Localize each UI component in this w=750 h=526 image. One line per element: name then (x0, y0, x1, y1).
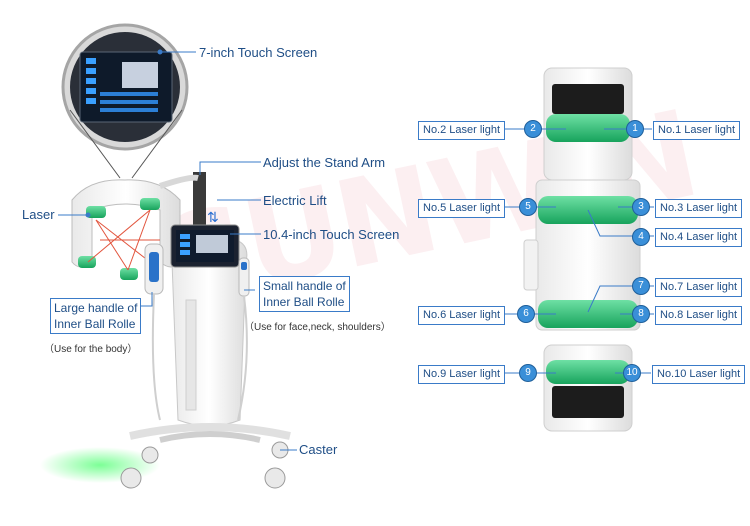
laser-head (71, 179, 181, 280)
lift-arrows-icon: ⇅ (207, 210, 219, 226)
marker-3: 3 (632, 198, 650, 216)
label-caster: Caster (299, 442, 338, 457)
label-laser-9: No.9 Laser light (418, 365, 506, 384)
label-laser-3: No.3 Laser light (655, 199, 743, 218)
machine-base (40, 423, 291, 489)
note-small-handle: （Use for face,neck, shoulders） (244, 322, 391, 333)
label-laser-6: No.6 Laser light (418, 306, 506, 325)
label-electric-lift: Electric Lift (263, 193, 327, 208)
marker-8: 8 (632, 305, 650, 323)
marker-7: 7 (632, 277, 650, 295)
marker-9: 9 (519, 364, 537, 382)
label-laser-7: No.7 Laser light (655, 278, 743, 297)
marker-1: 1 (626, 120, 644, 138)
marker-5: 5 (519, 198, 537, 216)
label-adjust-stand-arm: Adjust the Stand Arm (263, 155, 386, 170)
label-laser-1: No.1 Laser light (653, 121, 741, 140)
large-handle-line1: Large handle of (54, 301, 138, 315)
label-laser: Laser (22, 207, 55, 222)
small-handle-line2: Inner Ball Rolle (263, 295, 345, 309)
laser-panel-device (523, 67, 641, 432)
leader-lines-right (503, 128, 654, 374)
marker-10: 10 (623, 364, 641, 382)
label-laser-4: No.4 Laser light (655, 228, 743, 247)
label-10inch-screen: 10.4-inch Touch Screen (263, 227, 400, 242)
label-laser-8: No.8 Laser light (655, 306, 743, 325)
label-7inch-screen: 7-inch Touch Screen (199, 45, 318, 60)
stand-arm (193, 172, 206, 228)
label-laser-2: No.2 Laser light (418, 121, 506, 140)
leader-lines-left (58, 49, 297, 451)
label-large-handle: Large handle of Inner Ball Rolle (50, 298, 142, 334)
small-handle (237, 257, 250, 421)
small-handle-line1: Small handle of (263, 279, 346, 293)
large-handle (144, 243, 164, 421)
large-handle-line2: Inner Ball Rolle (54, 317, 136, 331)
marker-2: 2 (524, 120, 542, 138)
label-small-handle: Small handle of Inner Ball Rolle (259, 276, 350, 312)
machine-body (170, 224, 248, 427)
screen-magnifier (61, 23, 189, 151)
marker-6: 6 (517, 305, 535, 323)
label-laser-5: No.5 Laser light (418, 199, 506, 218)
note-large-handle: （Use for the body） (44, 344, 138, 355)
label-laser-10: No.10 Laser light (652, 365, 746, 384)
marker-4: 4 (632, 228, 650, 246)
